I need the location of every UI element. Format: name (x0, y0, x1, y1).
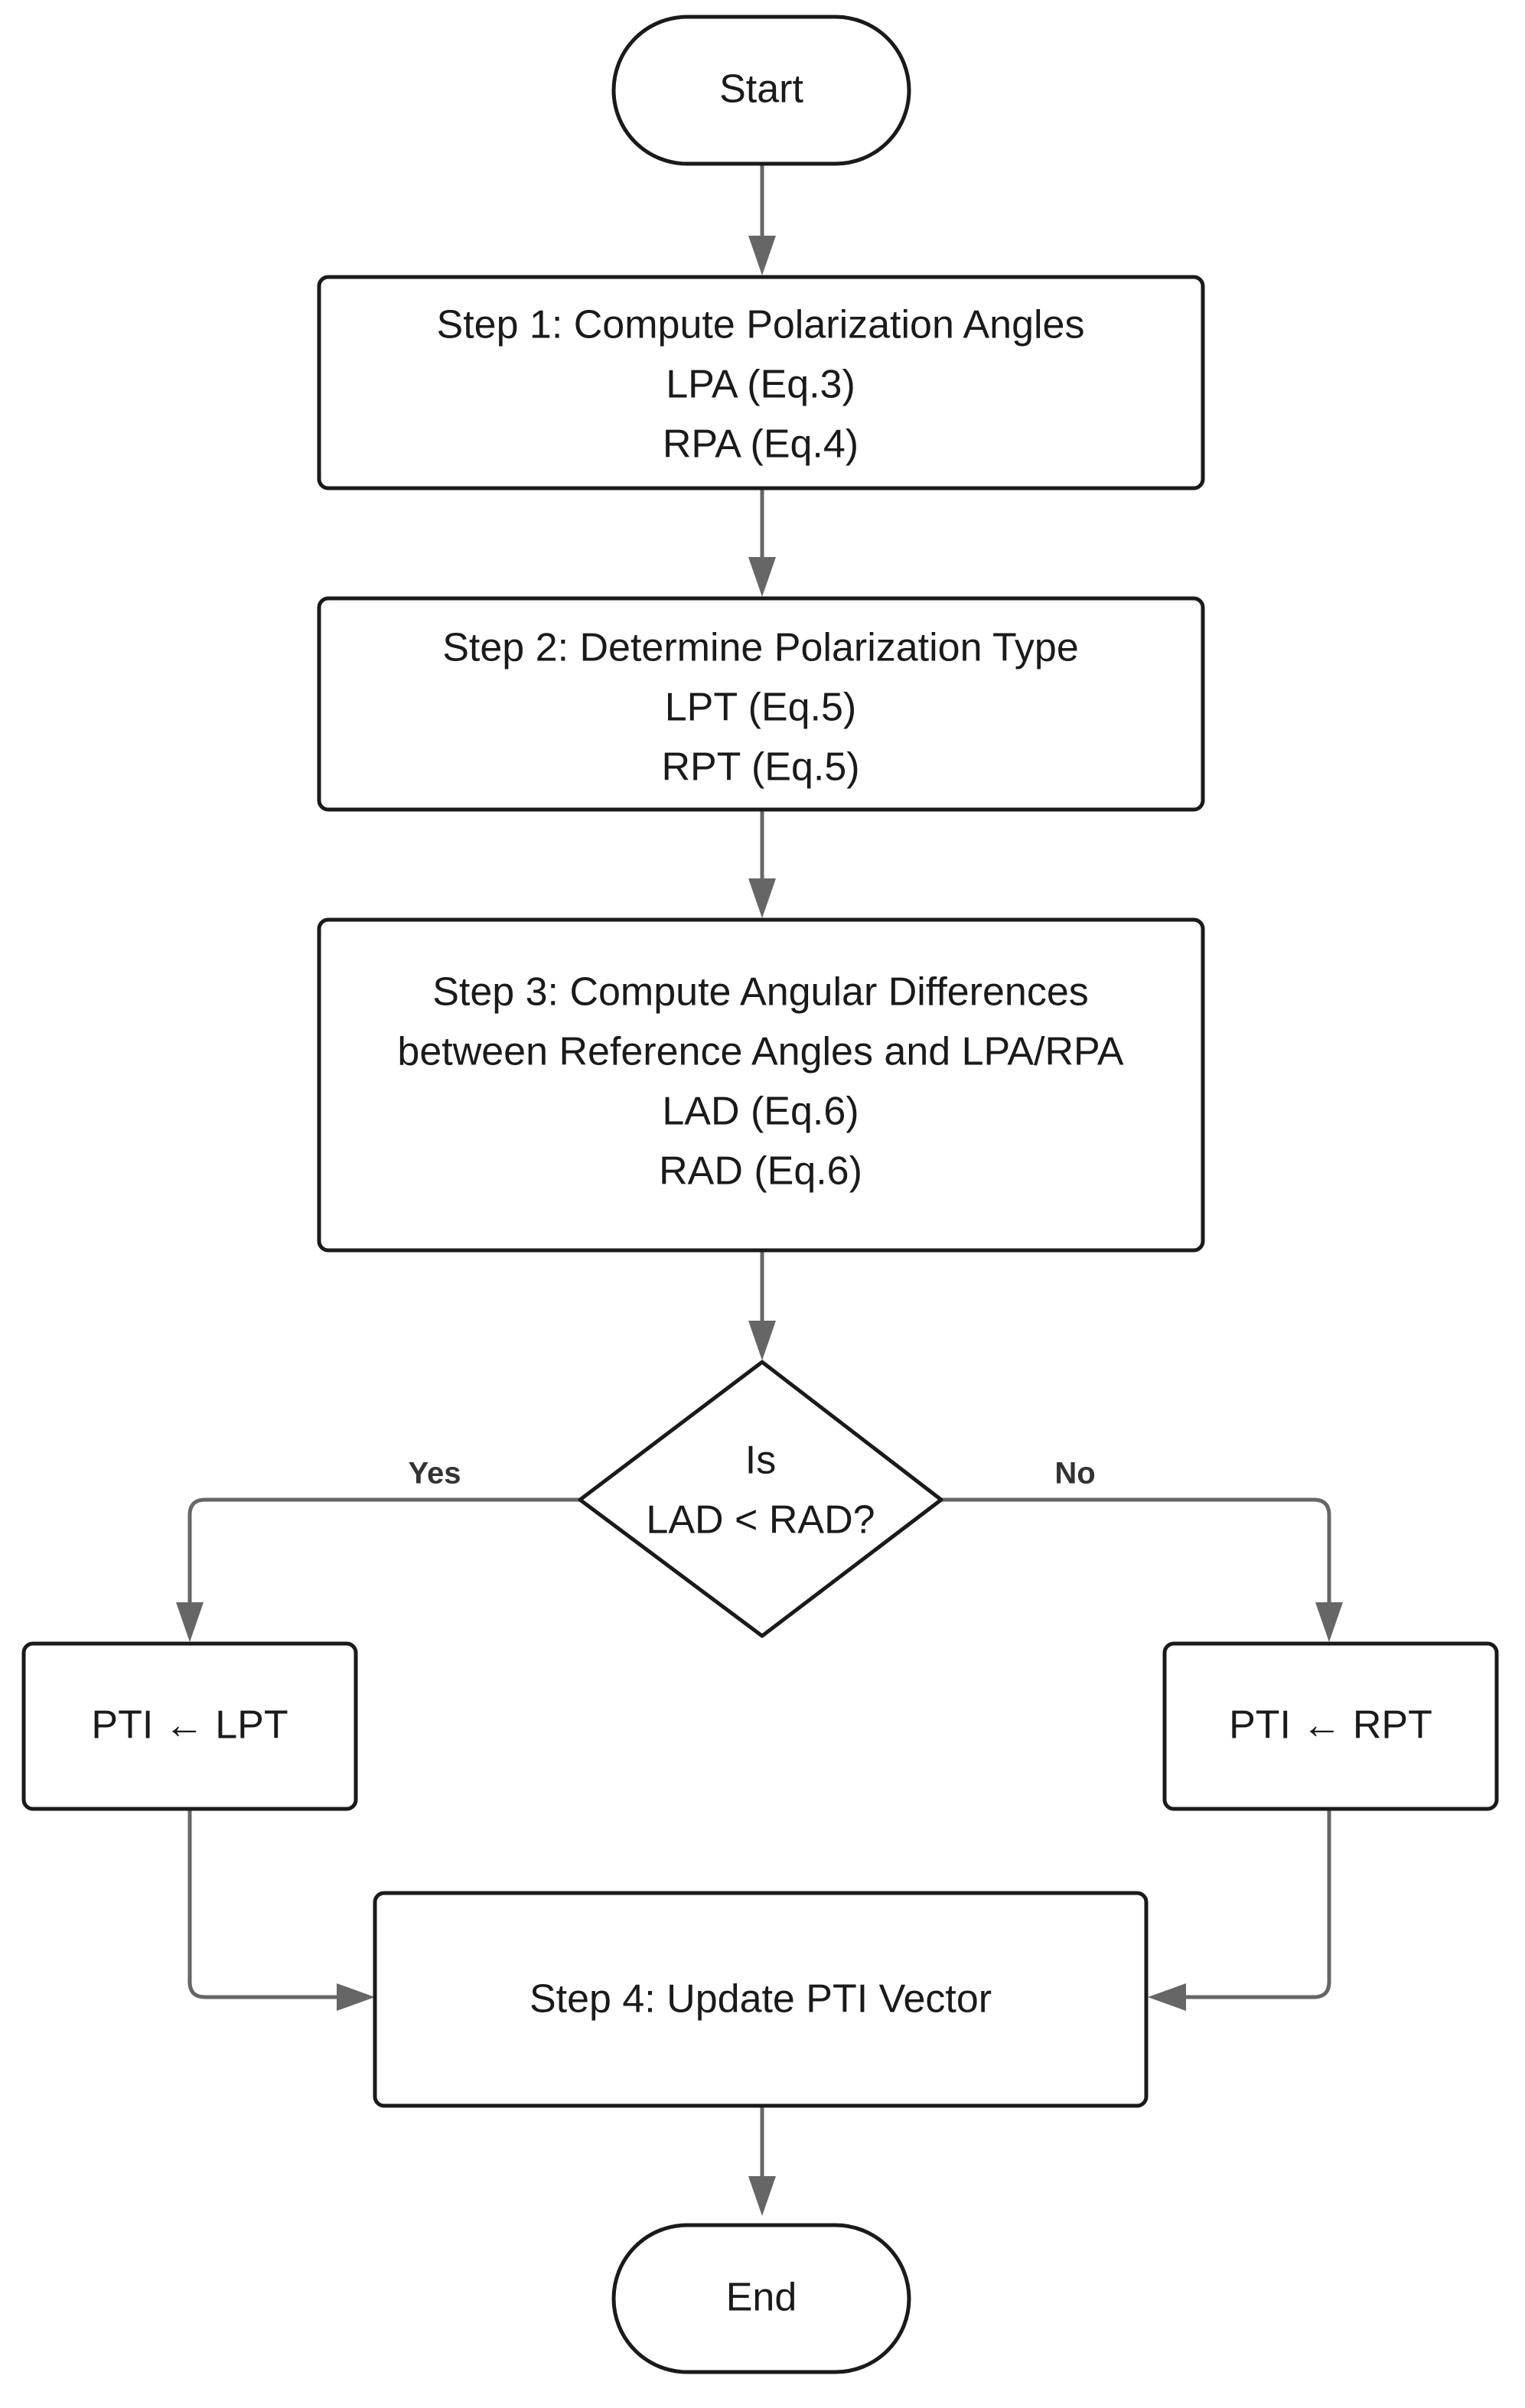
step3-subtitle: between Reference Angles and LPA/RPA (397, 1030, 1123, 1074)
yes-branch-label: Yes (409, 1457, 461, 1491)
connector-no-branch (941, 1497, 1331, 1604)
assign-lpt-node: PTI ← LPT (21, 1641, 358, 1811)
step3-lad: LAD (Eq.6) (662, 1090, 859, 1134)
step1-node: Step 1: Compute Polarization Angles LPA … (317, 275, 1205, 490)
start-node: Start (611, 15, 911, 166)
arrowhead-icon (176, 1602, 204, 1642)
arrowhead-icon (748, 236, 776, 275)
step2-node: Step 2: Determine Polarization Type LPT … (317, 596, 1205, 812)
connector-left-to-step4 (187, 1809, 338, 1999)
assign-lpt-label: PTI ← LPT (91, 1703, 288, 1748)
step2-lpt: LPT (Eq.5) (665, 686, 856, 730)
step2-title: Step 2: Determine Polarization Type (442, 626, 1079, 670)
step2-rpt: RPT (Eq.5) (661, 745, 859, 790)
assign-rpt-node: PTI ← RPT (1162, 1641, 1499, 1811)
step3-rad: RAD (Eq.6) (659, 1149, 862, 1194)
connectors (176, 165, 1343, 2216)
step1-rpa: RPA (Eq.4) (663, 422, 859, 467)
arrowhead-icon (748, 2176, 776, 2216)
arrowhead-icon (748, 1321, 776, 1360)
no-branch-label: No (1054, 1457, 1095, 1491)
end-label: End (726, 2276, 797, 2320)
step3-title: Step 3: Compute Angular Differences (432, 970, 1089, 1015)
step4-node: Step 4: Update PTI Vector (373, 1891, 1149, 2108)
connector-yes-branch (187, 1497, 580, 1604)
decision-node: Is LAD < RAD? (578, 1360, 943, 1638)
step1-title: Step 1: Compute Polarization Angles (437, 303, 1085, 347)
decision-line2: LAD < RAD? (646, 1498, 875, 1543)
step3-node: Step 3: Compute Angular Differences betw… (317, 917, 1205, 1253)
step4-label: Step 4: Update PTI Vector (530, 1977, 992, 2022)
arrowhead-icon (748, 557, 776, 597)
assign-rpt-label: PTI ← RPT (1229, 1703, 1432, 1748)
decision-line1: Is (745, 1439, 776, 1483)
arrowhead-icon (1148, 1983, 1186, 2011)
step1-lpa: LPA (Eq.3) (666, 363, 855, 407)
connector-right-to-step4 (1184, 1809, 1331, 1999)
arrowhead-icon (1315, 1602, 1343, 1642)
end-node: End (611, 2223, 911, 2374)
arrowhead-icon (337, 1983, 375, 2011)
arrowhead-icon (748, 878, 776, 918)
start-label: Start (719, 67, 803, 112)
